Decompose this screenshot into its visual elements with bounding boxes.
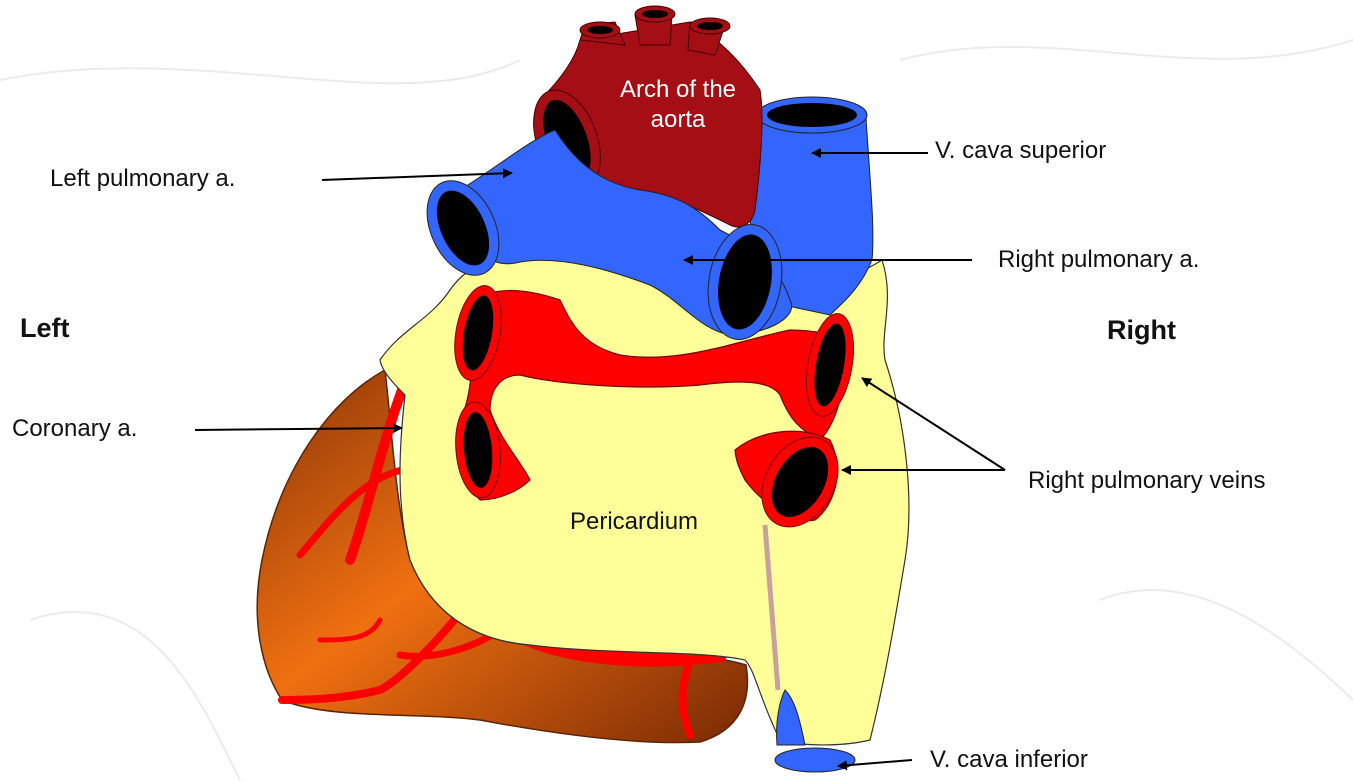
right-side-label: Right xyxy=(1107,316,1176,344)
left-side-label: Left xyxy=(20,314,70,342)
vena-cava-inferior-label: V. cava inferior xyxy=(930,746,1088,774)
right-pulmonary-artery-label: Right pulmonary a. xyxy=(998,246,1199,274)
vena-cava-superior-lumen xyxy=(767,103,857,127)
coronary-artery-label: Coronary a. xyxy=(12,415,137,443)
arch-label-line2: aorta xyxy=(593,105,763,135)
vena-cava-inferior-rim xyxy=(775,748,855,772)
left-pulmonary-artery-label: Left pulmonary a. xyxy=(50,165,235,193)
right-pulmonary-veins-label: Right pulmonary veins xyxy=(1028,467,1265,495)
arch-label-line1: Arch of the xyxy=(593,75,763,105)
arch-of-aorta-label: Arch of the aorta xyxy=(593,75,763,135)
vena-cava-superior-label: V. cava superior xyxy=(935,137,1106,165)
pericardium-label: Pericardium xyxy=(570,508,698,536)
